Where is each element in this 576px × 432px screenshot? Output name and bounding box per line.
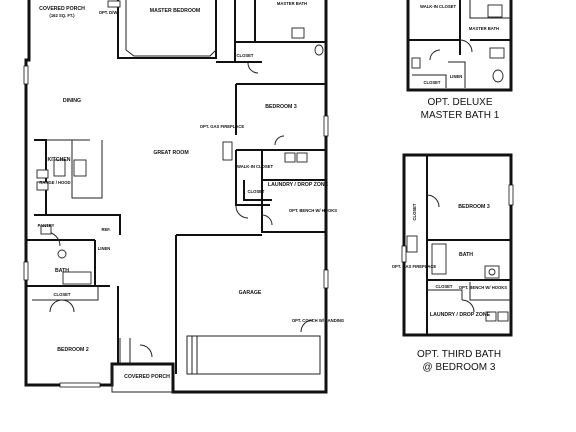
kitchen-label: KITCHEN xyxy=(47,157,70,163)
deluxe-closet-label: CLOSET xyxy=(424,80,441,85)
master-bath-label: MASTER BATH xyxy=(277,1,307,6)
covered-porch-front-label: COVERED PORCH xyxy=(124,374,170,380)
main-floor-plan xyxy=(24,0,328,394)
third-bath-laundry-label: LAUNDRY / DROP ZONE xyxy=(430,312,491,318)
main-plan-labels: COVERED PORCH (162 SQ. FT.) MASTER BEDRO… xyxy=(38,1,345,380)
bath-label: BATH xyxy=(55,268,69,274)
deluxe-linen-label: LINEN xyxy=(450,74,463,79)
walk-in-closet-label: WALK-IN CLOSET xyxy=(237,164,273,169)
opt-bench-label: OPT. BENCH W/ HOOKS xyxy=(289,208,337,213)
closet-bed2-label: CLOSET xyxy=(54,292,71,297)
closet-bed3-label: CLOSET xyxy=(248,189,265,194)
range-hood-label: RANGE / HOOD xyxy=(39,180,70,185)
third-bath-opt-gas-fireplace-label: OPT. GAS FIREPLACE xyxy=(392,264,437,269)
third-bath-closet-2-label: CLOSET xyxy=(436,284,453,289)
fixtures xyxy=(36,0,324,285)
dining-label: DINING xyxy=(63,98,81,104)
opt-deluxe-master-bath-plan: WALK-IN CLOSET MASTER BATH CLOSET LINEN … xyxy=(406,0,513,121)
deluxe-master-bath-label: MASTER BATH xyxy=(469,26,499,31)
closet-master-label: CLOSET xyxy=(237,53,254,58)
bedroom-2-label: BEDROOM 2 xyxy=(57,347,89,353)
third-bath-closet-label: CLOSET xyxy=(412,203,417,220)
laundry-label: LAUNDRY / DROP ZONE xyxy=(268,182,329,188)
third-bath-caption-line-2: @ BEDROOM 3 xyxy=(423,362,496,373)
linen-label: LINEN xyxy=(98,246,111,251)
bedroom-3-label: BEDROOM 3 xyxy=(265,104,297,110)
opt-dw-label: OPT. D/W xyxy=(99,10,118,15)
pantry-label: PANTRY xyxy=(38,223,55,228)
opt-gas-fireplace-label: OPT. GAS FIREPLACE xyxy=(200,124,245,129)
garage-label: GARAGE xyxy=(239,290,262,296)
deluxe-caption-line-2: MASTER BATH 1 xyxy=(421,110,500,121)
master-bedroom-label: MASTER BEDROOM xyxy=(150,8,200,14)
third-bath-bedroom-3-label: BEDROOM 3 xyxy=(458,204,490,210)
door-swings xyxy=(45,62,314,358)
windows xyxy=(23,65,329,388)
great-room-label: GREAT ROOM xyxy=(153,150,188,156)
ref-label: REF. xyxy=(101,227,110,232)
opt-coach-label: OPT. COACH W/ LANDING xyxy=(292,318,344,323)
opt-third-bath-plan: BEDROOM 3 CLOSET OPT. GAS FIREPLACE BATH… xyxy=(392,153,514,373)
deluxe-caption-line-1: OPT. DELUXE xyxy=(427,97,492,108)
third-bath-opt-bench-label: OPT. BENCH W/ HOOKS xyxy=(459,285,507,290)
deluxe-walk-in-closet-label: WALK-IN CLOSET xyxy=(420,4,456,9)
third-bath-caption-line-1: OPT. THIRD BATH xyxy=(417,349,501,360)
third-bath-bath-label: BATH xyxy=(459,252,473,258)
covered-porch-rear-label: COVERED PORCH xyxy=(39,6,85,12)
covered-porch-rear-area-label: (162 SQ. FT.) xyxy=(49,13,75,18)
